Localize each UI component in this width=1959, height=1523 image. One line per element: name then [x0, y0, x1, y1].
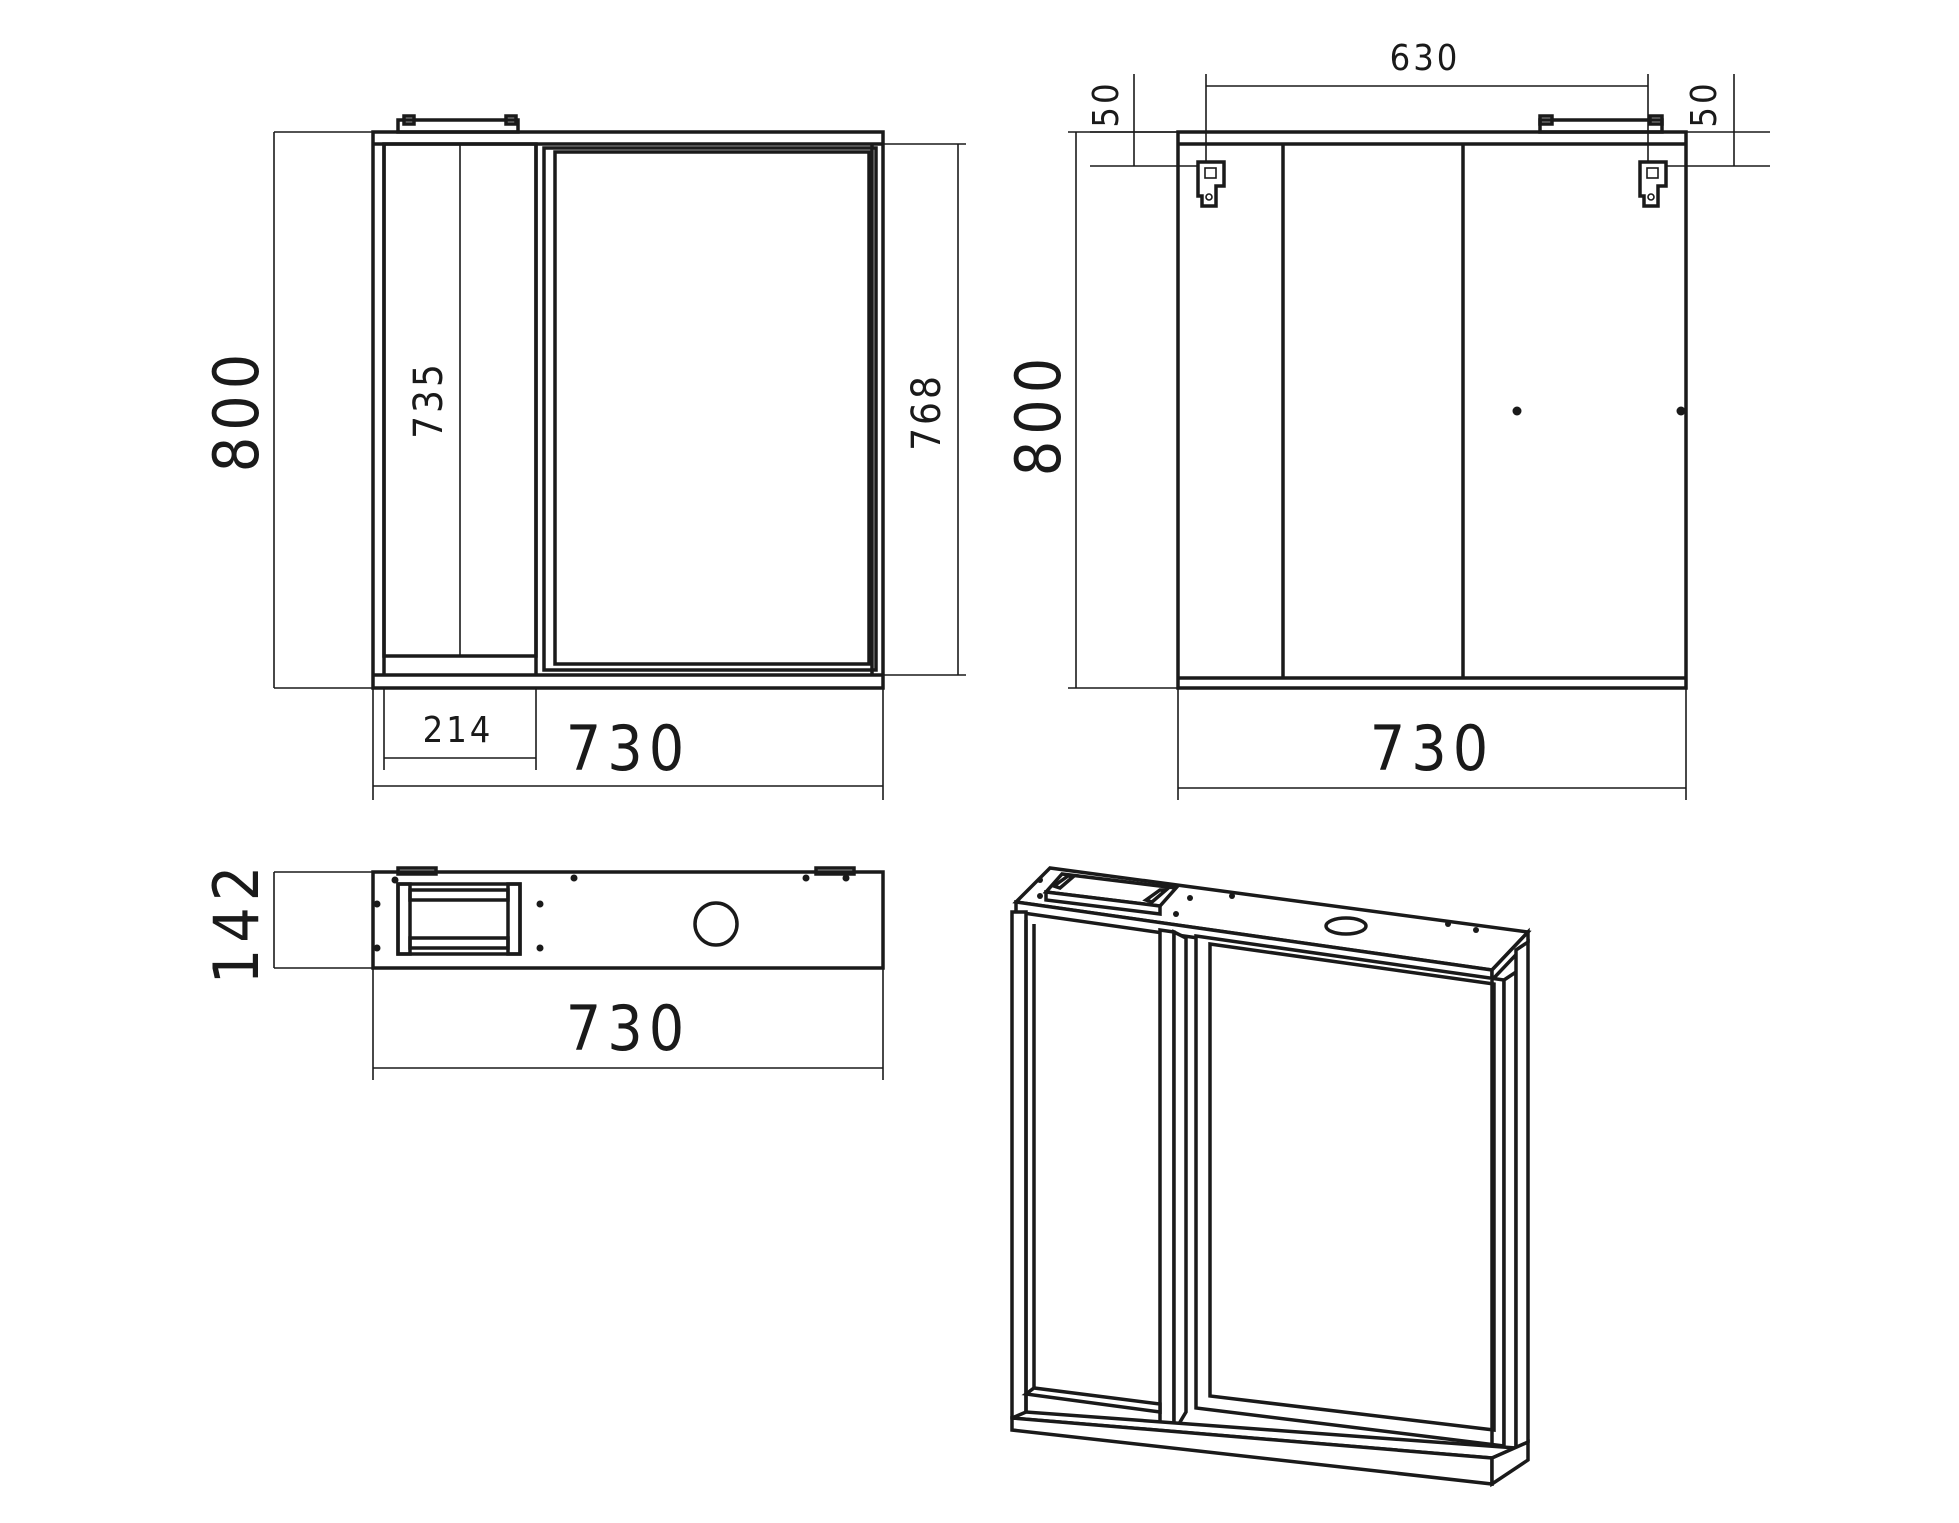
- top-cabinet-outline: [371, 870, 885, 970]
- front-mirror-glass: [553, 150, 871, 666]
- back-hanging-bracket-right: [1638, 160, 1668, 208]
- top-lamp-bracket: [396, 882, 522, 956]
- back-offset-right-label: 50: [1684, 80, 1725, 127]
- top-cable-hole: [693, 901, 739, 947]
- front-inner-height-label: 735: [406, 361, 452, 439]
- iso-shelf-bottom: [1021, 1386, 1162, 1415]
- front-lamp-clip-left: [402, 114, 416, 126]
- front-dimensions: 800 735 768 214 730: [200, 131, 966, 800]
- iso-mirror-glass: [1208, 941, 1496, 1432]
- back-height-label: 800: [1002, 352, 1075, 476]
- top-depth-label: 142: [200, 860, 273, 984]
- iso-divider: [1158, 927, 1176, 1435]
- top-dimensions: 142 730: [200, 860, 884, 1080]
- back-lamp-box: [1538, 118, 1664, 134]
- iso-mirror-door: [1194, 933, 1506, 1448]
- back-offset-left-label: 50: [1086, 80, 1127, 127]
- back-hanging-bracket-left: [1196, 160, 1226, 208]
- front-cabinet-body: [371, 130, 885, 690]
- top-view: [371, 866, 885, 970]
- front-width-label: 730: [566, 712, 690, 785]
- front-lamp-box: [396, 118, 520, 134]
- back-screw-2: [1676, 406, 1686, 416]
- back-width-label: 730: [1370, 712, 1494, 785]
- back-view: [1176, 114, 1688, 690]
- front-door-height-label: 768: [904, 373, 950, 451]
- front-mirror-door: [542, 146, 878, 672]
- back-screw-1: [1512, 406, 1522, 416]
- front-lamp-clip-right: [504, 114, 518, 126]
- iso-left-side: [1010, 910, 1028, 1423]
- iso-cable-hole: [1324, 916, 1368, 936]
- back-bracket-spacing-label: 630: [1390, 38, 1461, 79]
- back-dimensions: 630 50 50 800 730: [1002, 38, 1770, 800]
- isometric-view: [1010, 866, 1532, 1488]
- front-height-label: 800: [200, 348, 273, 472]
- front-shelf-width-label: 214: [423, 710, 494, 751]
- top-width-label: 730: [566, 992, 690, 1065]
- front-view: [371, 114, 885, 690]
- back-cabinet-body: [1176, 130, 1688, 690]
- iso-right-side: [1502, 968, 1518, 1462]
